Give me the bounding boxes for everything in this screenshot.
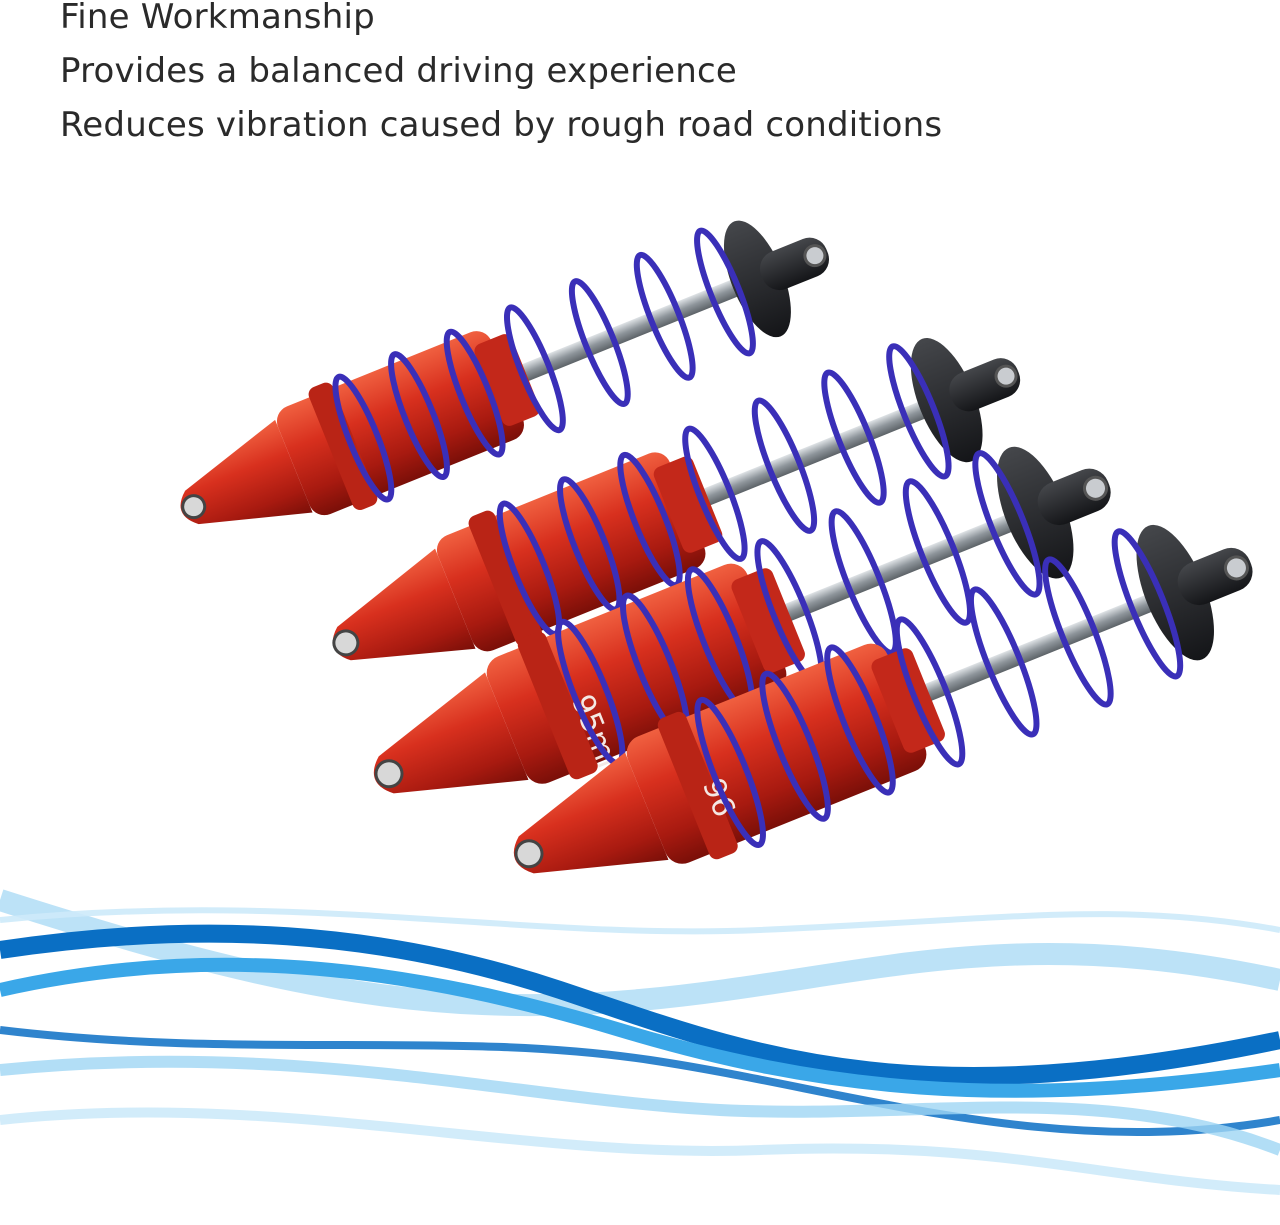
shock-absorber [332,338,1021,661]
feature-list: Fine Workmanship Provides a balanced dri… [60,0,942,152]
feature-item: Fine Workmanship [60,0,375,37]
shock-absorber [180,220,830,525]
piston-shaft [765,502,1046,628]
shock-mount [180,419,313,525]
shock-mount [513,752,669,874]
blue-wave-banner [0,889,1280,1195]
piston-shaft [686,390,957,511]
piston-shaft [506,269,768,386]
coil-spring [694,528,1184,849]
coil-spring [332,227,756,503]
shock-mount [373,672,529,794]
shock-absorbers-photo: 95mm 96 [180,220,1253,874]
spring-seat [723,220,791,338]
feature-item: Provides a balanced driving experience [60,51,737,91]
shock-absorber: 95mm [373,446,1111,794]
shock-mount [332,548,476,661]
feature-item: Reduces vibration caused by rough road c… [60,105,943,145]
spring-seat [997,446,1074,579]
spring-seat [1136,524,1214,661]
piston-shaft [905,582,1186,708]
spring-seat [910,338,983,463]
shock-absorber: 96 [513,524,1253,874]
